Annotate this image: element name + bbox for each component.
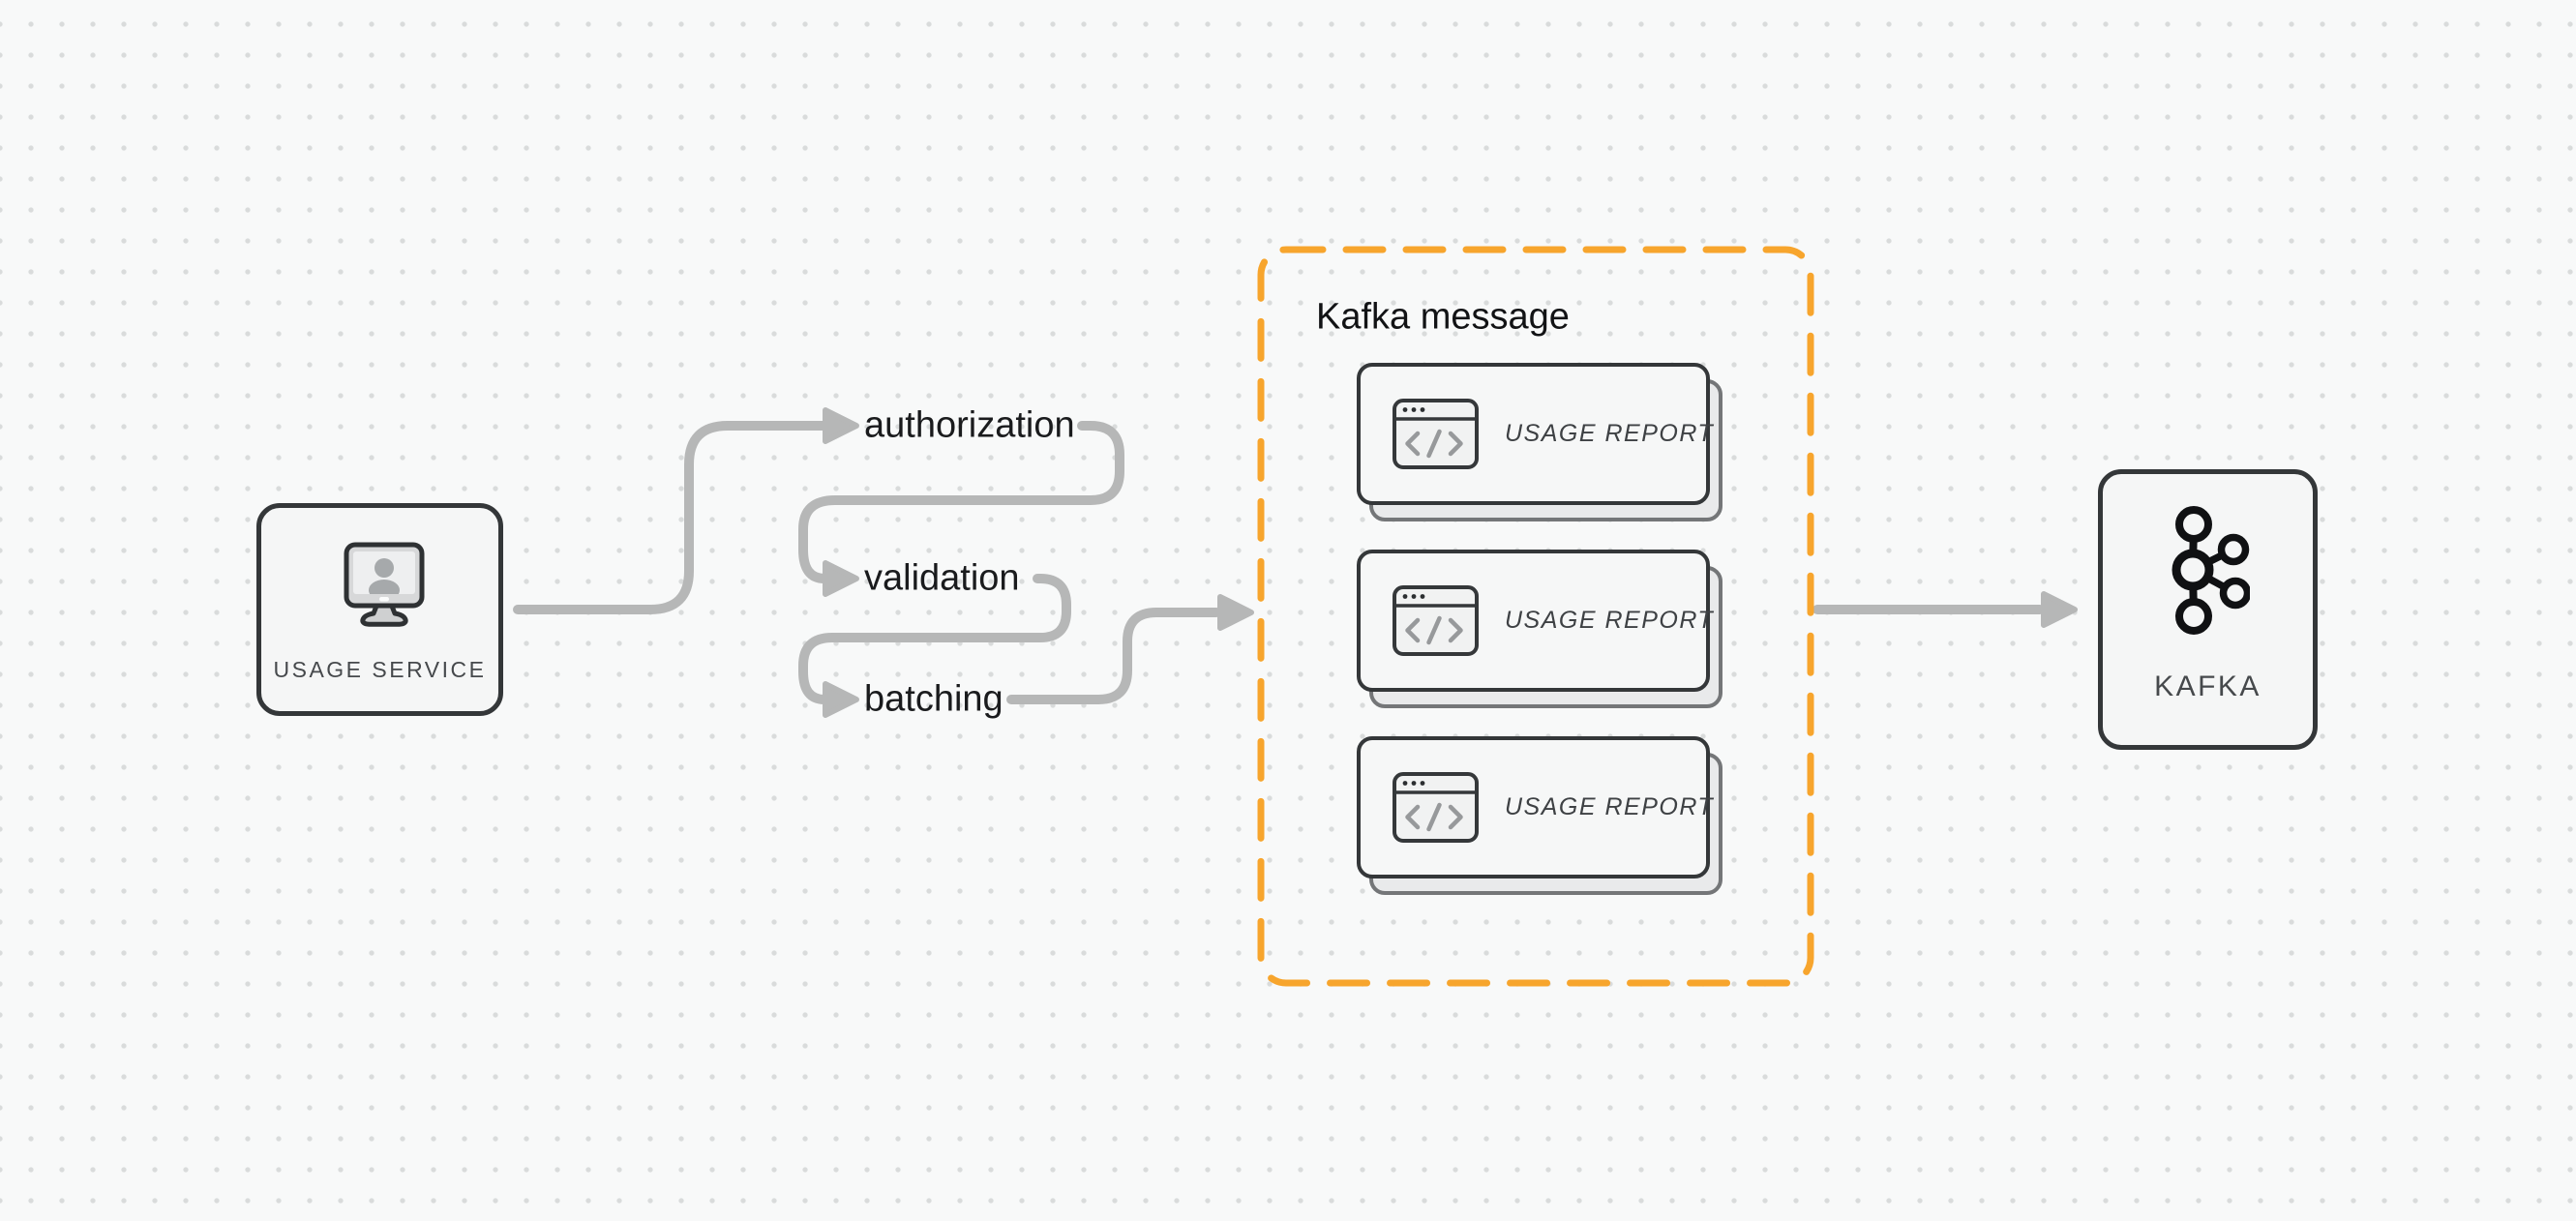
- usage-report-label: USAGE REPORT: [1505, 793, 1715, 820]
- kafka-label: KAFKA: [2154, 670, 2261, 702]
- arrow-batching-to-group: [1006, 608, 1221, 704]
- usage-report-label: USAGE REPORT: [1505, 607, 1715, 634]
- node-kafka: KAFKA: [2098, 469, 2318, 750]
- usage-report-card: USAGE REPORT: [1357, 363, 1722, 521]
- arrowhead-icon: [823, 681, 859, 718]
- step-label-authorization: authorization: [864, 404, 1075, 446]
- arrow-service-to-authorization: [513, 421, 829, 614]
- step-label-batching: batching: [864, 678, 1003, 720]
- kafka-logo-icon: [2172, 506, 2250, 635]
- arrowhead-icon: [2041, 591, 2078, 628]
- kafka-message-group-title: Kafka message: [1316, 296, 1570, 338]
- arrowhead-icon: [1217, 594, 1254, 631]
- kafka-message-group: Kafka message USAGE REPORT: [1261, 250, 1811, 983]
- code-window-icon: [1393, 585, 1479, 656]
- arrow-authorization-to-validation: [798, 421, 1124, 583]
- step-label-validation: validation: [864, 557, 1020, 599]
- usage-report-card: USAGE REPORT: [1357, 736, 1722, 895]
- monitor-user-icon: [344, 542, 425, 627]
- arrowhead-icon: [823, 407, 859, 444]
- arrowhead-icon: [823, 560, 859, 597]
- node-usage-service: USAGE SERVICE: [256, 503, 503, 716]
- usage-report-label: USAGE REPORT: [1505, 420, 1715, 447]
- code-window-icon: [1393, 772, 1479, 843]
- code-window-icon: [1393, 399, 1479, 469]
- usage-service-label: USAGE SERVICE: [273, 657, 487, 682]
- usage-report-card: USAGE REPORT: [1357, 550, 1722, 708]
